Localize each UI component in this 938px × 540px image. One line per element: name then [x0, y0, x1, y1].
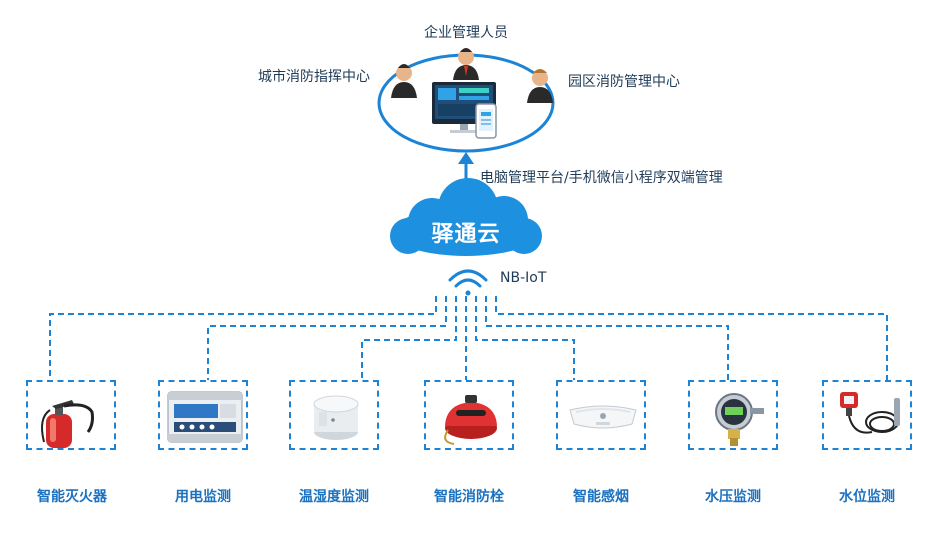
cloud-label: 驿通云 — [431, 222, 501, 247]
park-center-label: 园区消防管理中心 — [568, 74, 680, 90]
city-commander-avatar — [391, 64, 417, 98]
enterprise-staff-label: 企业管理人员 — [424, 25, 508, 41]
device-label-water-level: 水位监测 — [839, 489, 895, 505]
network-label: NB-IoT — [500, 270, 547, 286]
fire-hydrant-icon — [444, 395, 497, 445]
device-label-fire-hydrant: 智能消防栓 — [434, 489, 504, 505]
device-box-power-monitor — [158, 380, 248, 450]
temperature-humidity-sensor-icon — [313, 395, 359, 440]
uplink-arrow-head — [458, 152, 474, 164]
device-label-smoke-detector: 智能感烟 — [573, 489, 629, 505]
device-box-pressure-gauge — [688, 380, 778, 450]
cloud-icon — [390, 178, 542, 256]
smoke-detector-icon — [569, 405, 637, 429]
enterprise-staff-avatar — [453, 48, 479, 80]
phone-icon — [475, 103, 497, 139]
fire-extinguisher-icon — [41, 400, 94, 448]
power-monitor-icon — [167, 391, 243, 443]
device-label-pressure-gauge: 水压监测 — [705, 489, 761, 505]
device-box-water-level — [822, 380, 912, 450]
device-box-fire-hydrant — [424, 380, 514, 450]
device-connectors — [49, 296, 888, 380]
wifi-icon — [448, 269, 488, 296]
water-level-sensor-icon — [840, 392, 900, 434]
city-center-label: 城市消防指挥中心 — [258, 69, 370, 85]
device-box-temperature-humidity — [289, 380, 379, 450]
device-box-fire-extinguisher — [26, 380, 116, 450]
device-box-smoke-detector — [556, 380, 646, 450]
device-label-fire-extinguisher: 智能灭火器 — [37, 489, 107, 505]
pressure-gauge-icon — [715, 393, 764, 446]
park-manager-avatar — [527, 69, 553, 103]
platform-desc-label: 电脑管理平台/手机微信小程序双端管理 — [480, 170, 723, 186]
device-label-power-monitor: 用电监测 — [175, 489, 231, 505]
device-label-temperature-humidity: 温湿度监测 — [299, 489, 369, 505]
